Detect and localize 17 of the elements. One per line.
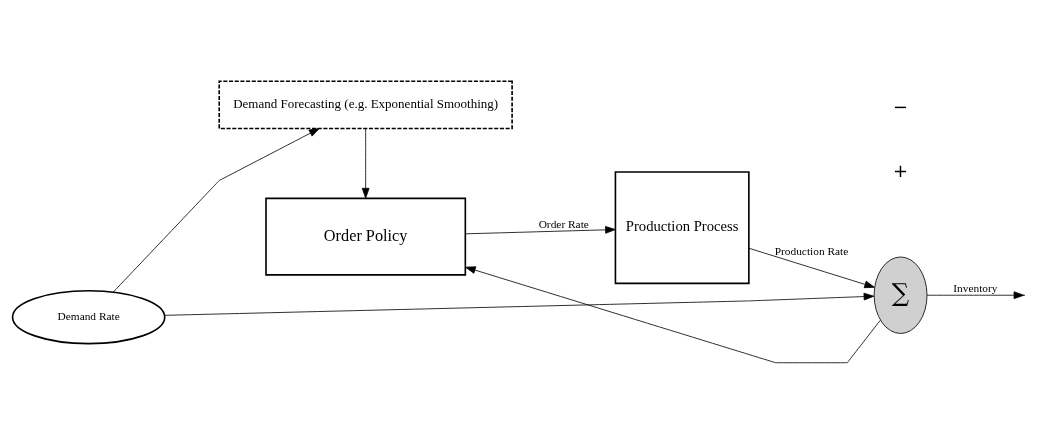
- node-box: Order Policy: [265, 197, 467, 276]
- node-ellipse: Demand Rate: [11, 289, 166, 345]
- arrow: [465, 226, 616, 235]
- edge-label: Order Rate: [538, 217, 589, 230]
- label: −: [893, 95, 909, 117]
- arrow: [164, 292, 875, 316]
- edge-label: Production Rate: [774, 244, 849, 257]
- label: +: [893, 159, 909, 181]
- node-ellipse: ∑: [873, 256, 928, 334]
- node-box: Demand Forecasting (e.g. Exponential Smoothing): [218, 80, 513, 130]
- edge-label: Inventory: [953, 282, 998, 295]
- arrow: [748, 247, 875, 289]
- node-box: Production Process: [614, 171, 750, 285]
- arrow: [465, 266, 881, 364]
- arrow: [112, 128, 320, 293]
- arrow: [361, 128, 370, 199]
- arrow: [926, 291, 1025, 300]
